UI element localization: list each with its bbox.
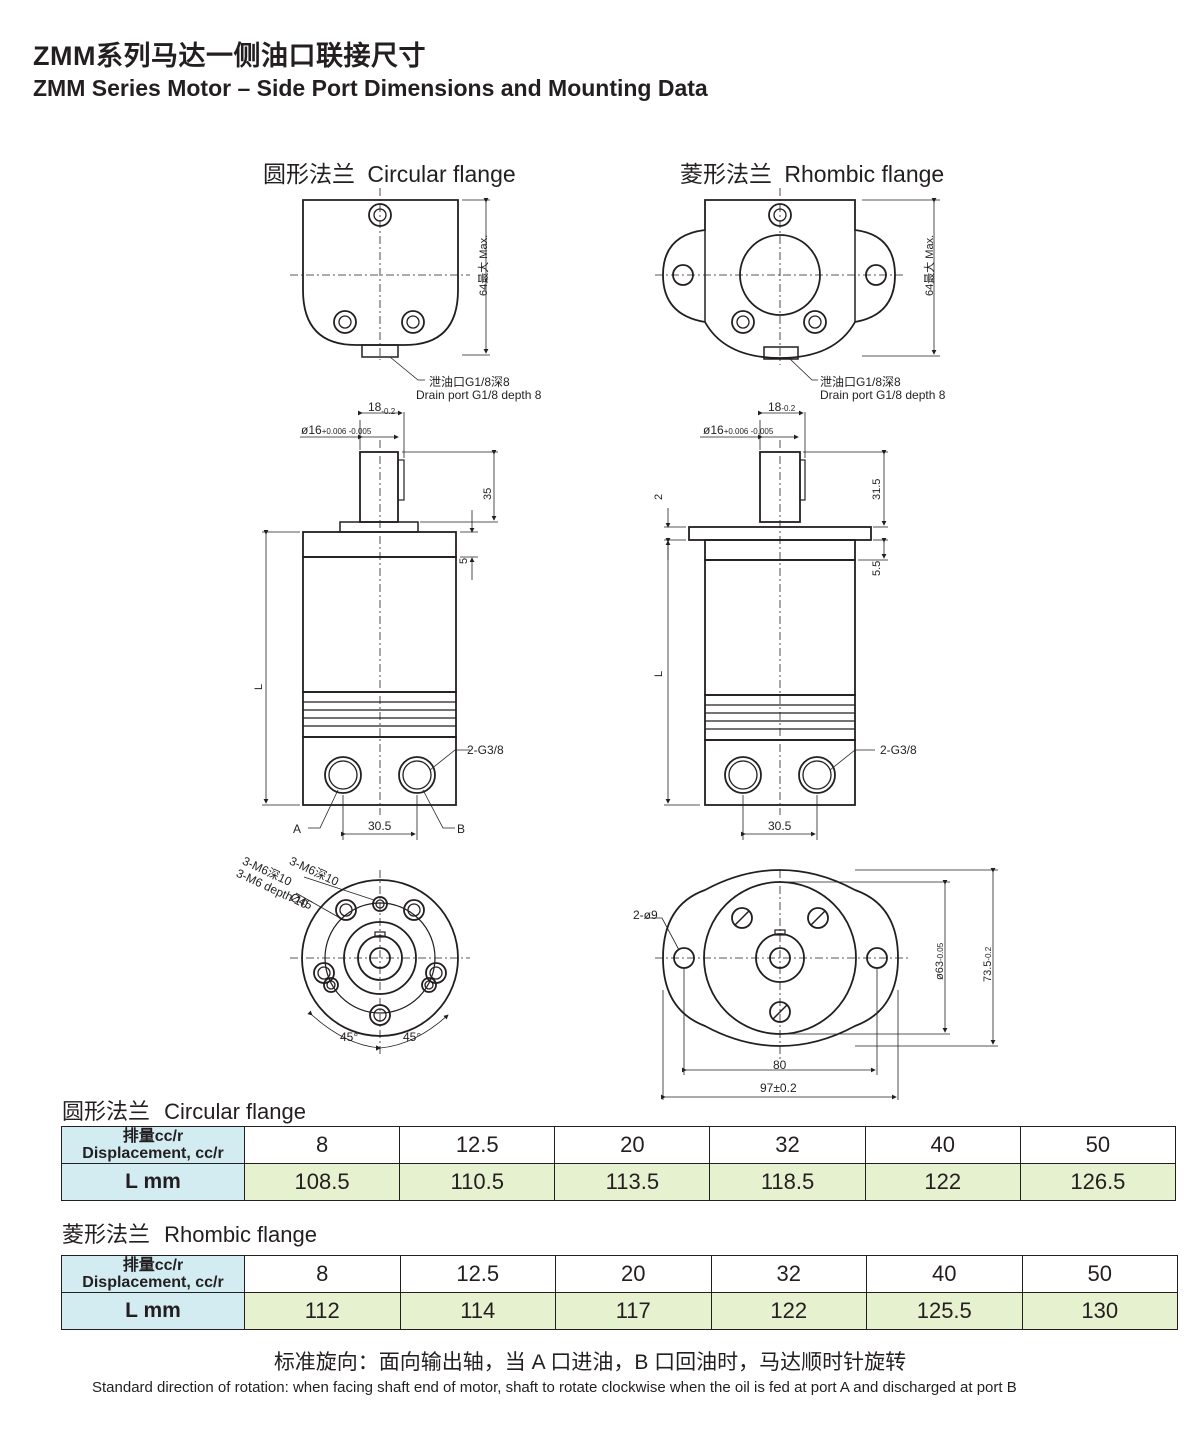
circular-flange-label-en: Circular flange [367,161,516,187]
circular-dim-5: 5 [458,557,470,564]
rhombic-dim-80: 80 [773,1058,787,1072]
rhombic-dim-L: L [653,670,665,677]
rhombic-flange-label-cn: 菱形法兰 [680,161,772,187]
rhombic-dim-31-5: 31.5 [871,478,883,500]
circular-table-title: 圆形法兰 Circular flange [62,1099,306,1124]
circular-flange-label-cn: 圆形法兰 [263,161,355,187]
rhombic-front-view [645,868,998,1100]
circular-dim-18: 18-0.2 [368,400,396,416]
table-cell: 110.5 [399,1163,556,1201]
page-title-cn: ZMM系列马达一侧油口联接尺寸 [33,41,426,71]
rhombic-max-64: 64最大 Max. [924,234,936,296]
table-cell: 122 [710,1292,867,1330]
table-cell: 20 [555,1255,712,1293]
table-cell: 108.5 [243,1163,401,1201]
rhombic-flange-label-en: Rhombic flange [784,161,945,187]
rhombic-drain-port-en: Drain port G1/8 depth 8 [820,388,946,402]
rhombic-dim-2: 2 [653,493,665,500]
rotation-note-en: Standard direction of rotation: when fac… [92,1379,1017,1396]
table-cell: 12.5 [399,1255,556,1293]
length-header: L mm [61,1292,245,1330]
table-cell: 130 [1021,1292,1178,1330]
circular-port-a: A [293,822,302,836]
table-cell: 8 [243,1126,401,1164]
table-cell: 20 [554,1126,711,1164]
rhombic-dim-18: 18-0.2 [768,400,796,414]
circular-angle-45-left: 45° [340,1030,359,1044]
table-cell: 114 [399,1292,556,1330]
rhombic-hole-2-9: 2-ø9 [633,908,658,922]
table-cell: 8 [244,1255,401,1293]
circular-flange-label: 圆形法兰 Circular flange [263,155,516,189]
rhombic-table-title: 菱形法兰 Rhombic flange [62,1222,318,1247]
table-cell: 40 [864,1126,1021,1164]
page-title-en: ZMM Series Motor – Side Port Dimensions … [33,75,708,101]
table-cell: 126.5 [1019,1163,1177,1201]
table-cell: 32 [710,1255,867,1293]
circular-port-b: B [457,822,466,836]
circular-port-g38: 2-G3/8 [467,743,504,757]
table-cell: 118.5 [709,1163,866,1201]
table-cell: 122 [864,1163,1021,1201]
rotation-note-cn: 标准旋向：面向输出轴，当 A 口进油，B 口回油时，马达顺时针旋转 [273,1351,907,1374]
rhombic-side-view [664,410,888,840]
table-cell: 50 [1021,1255,1178,1293]
rhombic-dia-63: ø63-0.05 [934,942,946,980]
circular-drain-port-en: Drain port G1/8 depth 8 [416,388,542,402]
circular-dim-35: 35 [482,487,494,500]
rhombic-dim-30-5: 30.5 [768,819,792,833]
circular-top-view [290,188,490,381]
table-cell: 112 [244,1292,401,1330]
circular-drain-port-cn: 泄油口G1/8深8 [429,375,510,389]
circular-angle-45-right: 45° [403,1030,422,1044]
table-cell: 12.5 [399,1126,556,1164]
table-cell: 50 [1019,1126,1177,1164]
rhombic-drain-port-cn: 泄油口G1/8深8 [820,375,901,389]
rhombic-dim-73-5: 73.5-0.2 [982,946,994,982]
circular-side-view [262,410,498,840]
circular-dim-L: L [253,683,265,690]
technical-drawings [262,188,998,1100]
table-cell: 40 [866,1255,1023,1293]
table-cell: 32 [709,1126,866,1164]
circular-front-view [290,870,470,1055]
table-cell: 117 [555,1292,712,1330]
table-row: L mm 108.5 110.5 113.5 118.5 122 126.5 [61,1163,1177,1201]
rhombic-port-g38: 2-G3/8 [880,743,917,757]
rhombic-dim-16: ø16+0.006 -0.005 [703,423,774,437]
circular-dim-16: ø16+0.006 -0.005 [301,423,372,437]
rhombic-dim-5-5: 5.5 [871,560,883,576]
table-row: L mm 112 114 117 122 125.5 130 [61,1292,1178,1330]
length-header: L mm [61,1163,245,1201]
rhombic-top-view [655,188,940,381]
rhombic-dim-97: 97±0.2 [760,1081,797,1095]
table-cell: 113.5 [554,1163,711,1201]
circular-max-64: 64最大 Max. [478,234,490,296]
rhombic-flange-label: 菱形法兰 Rhombic flange [680,155,944,189]
table-cell: 125.5 [866,1292,1023,1330]
circular-dim-30-5: 30.5 [368,819,392,833]
